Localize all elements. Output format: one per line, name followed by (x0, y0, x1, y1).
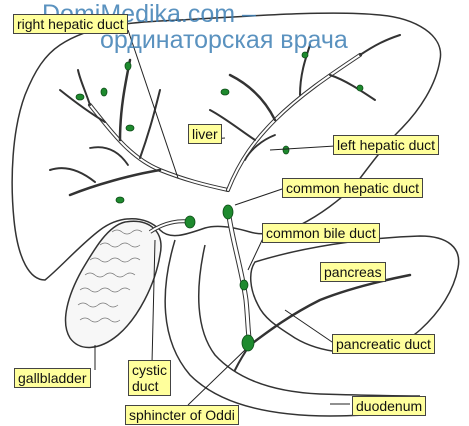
gallbladder-outline (64, 220, 162, 349)
label-sphincter-of-oddi: sphincter of Oddi (125, 405, 239, 425)
duct-tree (49, 34, 412, 371)
duodenum-inner (198, 244, 421, 397)
label-cystic-duct-line1: cystic (132, 362, 167, 378)
duct-nodes (75, 51, 364, 352)
label-pancreas: pancreas (320, 262, 386, 282)
label-cystic-duct: cystic duct (128, 360, 171, 396)
label-gallbladder: gallbladder (14, 368, 91, 388)
label-pancreatic-duct: pancreatic duct (332, 334, 435, 354)
gallbladder-texture (77, 229, 143, 323)
label-common-hepatic-duct: common hepatic duct (282, 178, 424, 198)
label-right-hepatic-duct: right hepatic duct (13, 14, 128, 34)
label-left-hepatic-duct: left hepatic duct (333, 135, 440, 155)
label-liver: liver (188, 124, 222, 144)
label-cystic-duct-line2: duct (132, 378, 159, 394)
label-duodenum: duodenum (352, 396, 427, 416)
watermark-line-2: ординаторская врача (100, 26, 348, 54)
label-common-bile-duct: common bile duct (262, 223, 380, 243)
